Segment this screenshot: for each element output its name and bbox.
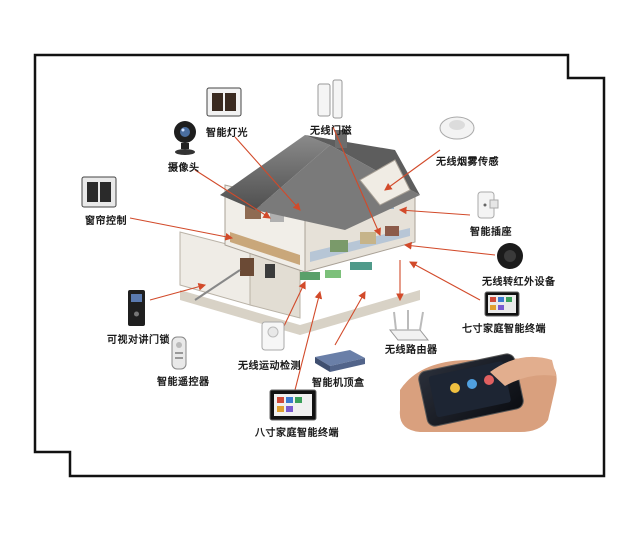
connection-arrows (129, 126, 496, 391)
label-ir-device: 无线转红外设备 (482, 277, 556, 288)
label-video-intercom-lock: 可视对讲门锁 (107, 335, 170, 346)
curtain-switch-icon (81, 176, 117, 208)
light-switch-icon (206, 87, 242, 117)
smart-socket-icon (477, 191, 499, 219)
remote-control-icon (171, 336, 187, 370)
diagram-frame (33, 53, 606, 478)
door-sensor-icon (317, 79, 343, 119)
label-smart-socket: 智能插座 (470, 227, 512, 238)
seven-inch-terminal-icon (484, 291, 520, 317)
smartphone-hand-icon (399, 353, 557, 432)
motion-sensor-icon (261, 321, 285, 351)
camera-icon (174, 121, 196, 155)
label-curtain-control: 窗帘控制 (85, 216, 127, 227)
label-eight-inch-terminal: 八寸家庭智能终端 (255, 428, 339, 439)
label-camera: 摄像头 (168, 163, 200, 174)
label-smart-remote: 智能遥控器 (157, 377, 210, 388)
video-intercom-icon (128, 290, 145, 326)
eight-inch-terminal-icon (269, 389, 317, 421)
label-door-sensor: 无线门磁 (310, 126, 352, 137)
ir-hub-icon (497, 243, 523, 269)
label-smart-light: 智能灯光 (206, 128, 248, 139)
label-smoke-sensor: 无线烟雾传感 (436, 157, 499, 168)
label-set-top-box: 智能机顶盒 (312, 378, 365, 389)
label-seven-inch-terminal: 七寸家庭智能终端 (462, 324, 546, 335)
house-illustration (179, 130, 420, 335)
set-top-box-icon (315, 350, 365, 372)
label-wireless-router: 无线路由器 (385, 345, 438, 356)
smoke-detector-icon (439, 116, 475, 140)
label-motion-detector: 无线运动检测 (238, 361, 301, 372)
wireless-router-icon (388, 310, 430, 341)
